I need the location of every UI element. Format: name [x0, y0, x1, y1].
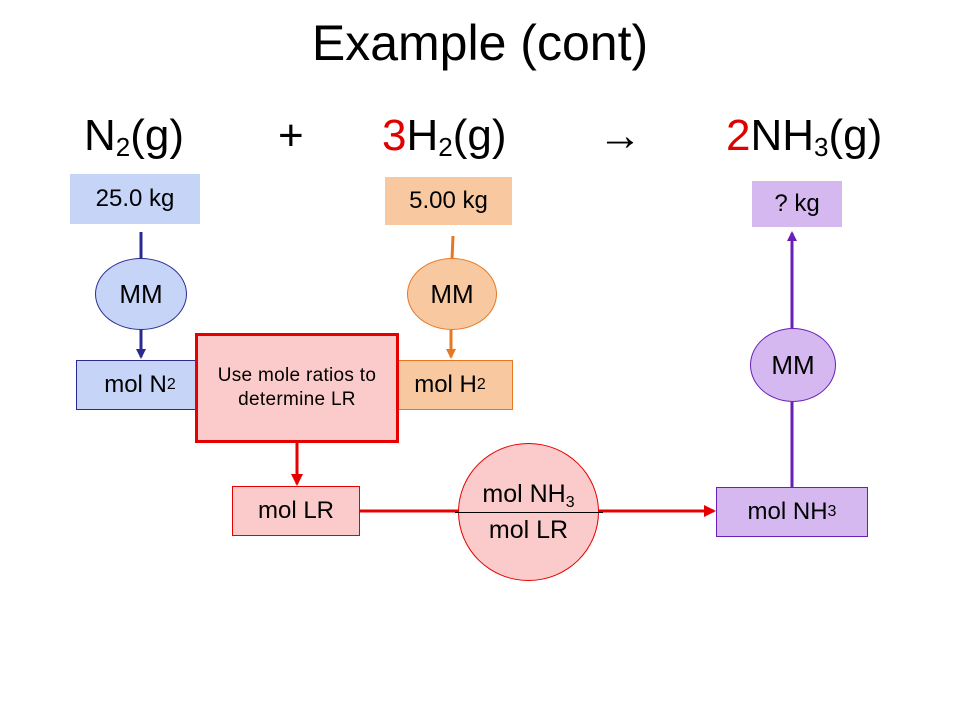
equation-arrow: → — [598, 111, 642, 160]
n2-symbol: N — [84, 111, 116, 160]
mol-lr-box: mol LR — [232, 486, 360, 536]
h2-symbol: H — [406, 111, 439, 160]
equation-plus: + — [278, 111, 304, 160]
mol-nh3-text: mol NH — [747, 498, 828, 525]
mol-n2-text: mol N — [104, 371, 167, 398]
ratio-denominator: mol LR — [488, 516, 569, 544]
nh3-state: (g) — [828, 111, 883, 160]
mm-n2-circle: MM — [95, 258, 187, 330]
ratio-fraction-bar — [454, 512, 603, 513]
equation-reactant-h2: 3H2(g) — [382, 106, 507, 166]
ratio-numerator-subscript: 3 — [565, 494, 575, 511]
line-h2-mass-to-mm — [450, 235, 455, 261]
h2-mass-box: 5.00 kg — [385, 177, 512, 225]
h2-coefficient: 3 — [382, 111, 407, 160]
limiting-reactant-note-box: Use mole ratios to determine LR — [195, 333, 399, 443]
h2-subscript: 2 — [438, 132, 453, 162]
mole-ratio-circle: mol NH3 mol LR — [454, 443, 603, 581]
page-title: Example (cont) — [311, 15, 649, 71]
mm-h2-circle: MM — [407, 258, 497, 330]
nh3-coefficient: 2 — [726, 111, 751, 160]
nh3-mass-box: ? kg — [752, 181, 842, 227]
n2-state: (g) — [130, 111, 185, 160]
nh3-subscript: 3 — [814, 132, 829, 162]
nh3-symbol: NH — [750, 111, 815, 160]
mol-h2-text: mol H — [414, 371, 477, 398]
equation-product-nh3: 2NH3(g) — [726, 106, 882, 166]
limiting-reactant-note-text: Use mole ratios to determine LR — [217, 365, 377, 410]
n2-mass-box: 25.0 kg — [70, 174, 200, 224]
ratio-numerator: mol NH3 — [482, 479, 575, 511]
n2-subscript: 2 — [115, 132, 131, 162]
h2-state: (g) — [452, 111, 507, 160]
equation-reactant-n2: N2(g) — [84, 106, 184, 166]
ratio-numerator-text: mol NH — [482, 480, 566, 508]
mm-nh3-circle: MM — [750, 328, 836, 402]
